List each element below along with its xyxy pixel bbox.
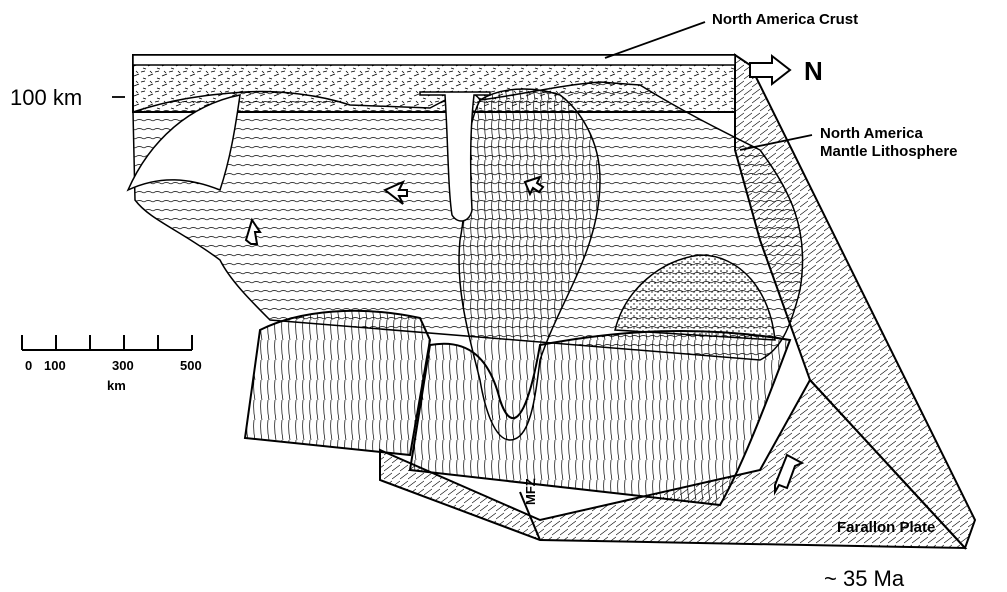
age-label: ~ 35 Ma — [824, 566, 904, 592]
mantle-label-line2: Mantle Lithosphere — [820, 143, 958, 161]
scale-unit: km — [107, 378, 126, 393]
crust-leader-line — [605, 22, 705, 58]
depth-label: 100 km — [10, 85, 82, 111]
crust-top-band — [133, 55, 735, 65]
scale-bar — [22, 335, 192, 350]
slab-segment-west — [245, 311, 430, 455]
crust-label: North America Crust — [712, 11, 858, 29]
scale-tick-100: 100 — [44, 358, 66, 373]
scale-tick-0: 0 — [25, 358, 32, 373]
scale-tick-300: 300 — [112, 358, 134, 373]
plate-label: Farallon Plate — [837, 519, 935, 537]
fracture-zone-label: MFZ — [522, 478, 540, 505]
mantle-label-line1: North America — [820, 125, 923, 143]
slab-segment-central — [410, 331, 790, 505]
north-label: N — [804, 57, 823, 85]
scale-tick-500: 500 — [180, 358, 202, 373]
